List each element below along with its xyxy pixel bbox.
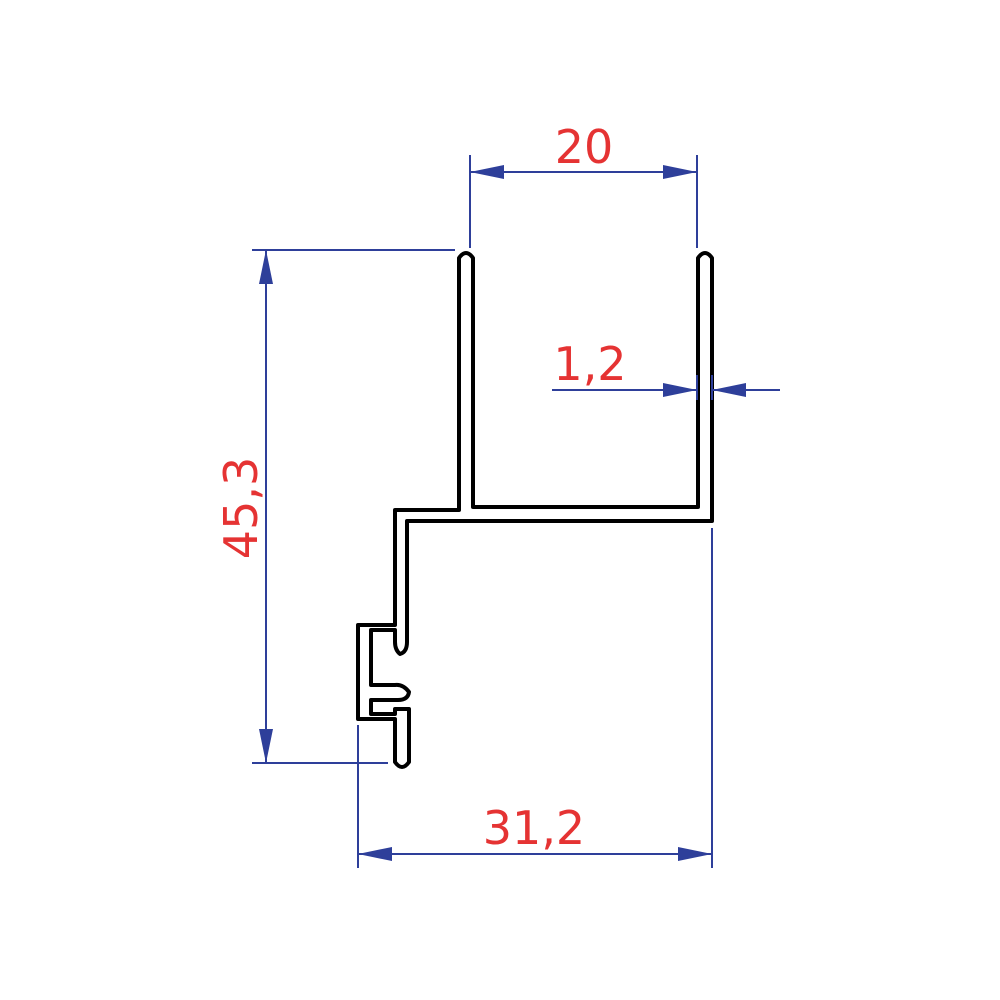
height-arrow-top (259, 250, 273, 284)
thickness-arrow-left (663, 383, 697, 397)
top-arrow-left (470, 165, 504, 179)
bottom-width-label: 31,2 (483, 801, 585, 855)
thickness-arrow-right (712, 383, 746, 397)
aluminium-profile (356, 251, 714, 769)
profile-outer-contour (356, 251, 714, 769)
height-dimension: 45,3 (214, 249, 455, 764)
bottom-arrow-right (678, 847, 712, 861)
top-arrow-right (663, 165, 697, 179)
bottom-width-dimension: 31,2 (357, 528, 713, 868)
height-label: 45,3 (214, 457, 268, 559)
height-arrow-bottom (259, 729, 273, 763)
top-width-dimension: 20 (469, 120, 698, 248)
wall-thickness-dimension: 1,2 (552, 337, 780, 400)
top-width-label: 20 (555, 120, 614, 174)
wall-thickness-label: 1,2 (553, 337, 626, 391)
bottom-arrow-left (358, 847, 392, 861)
